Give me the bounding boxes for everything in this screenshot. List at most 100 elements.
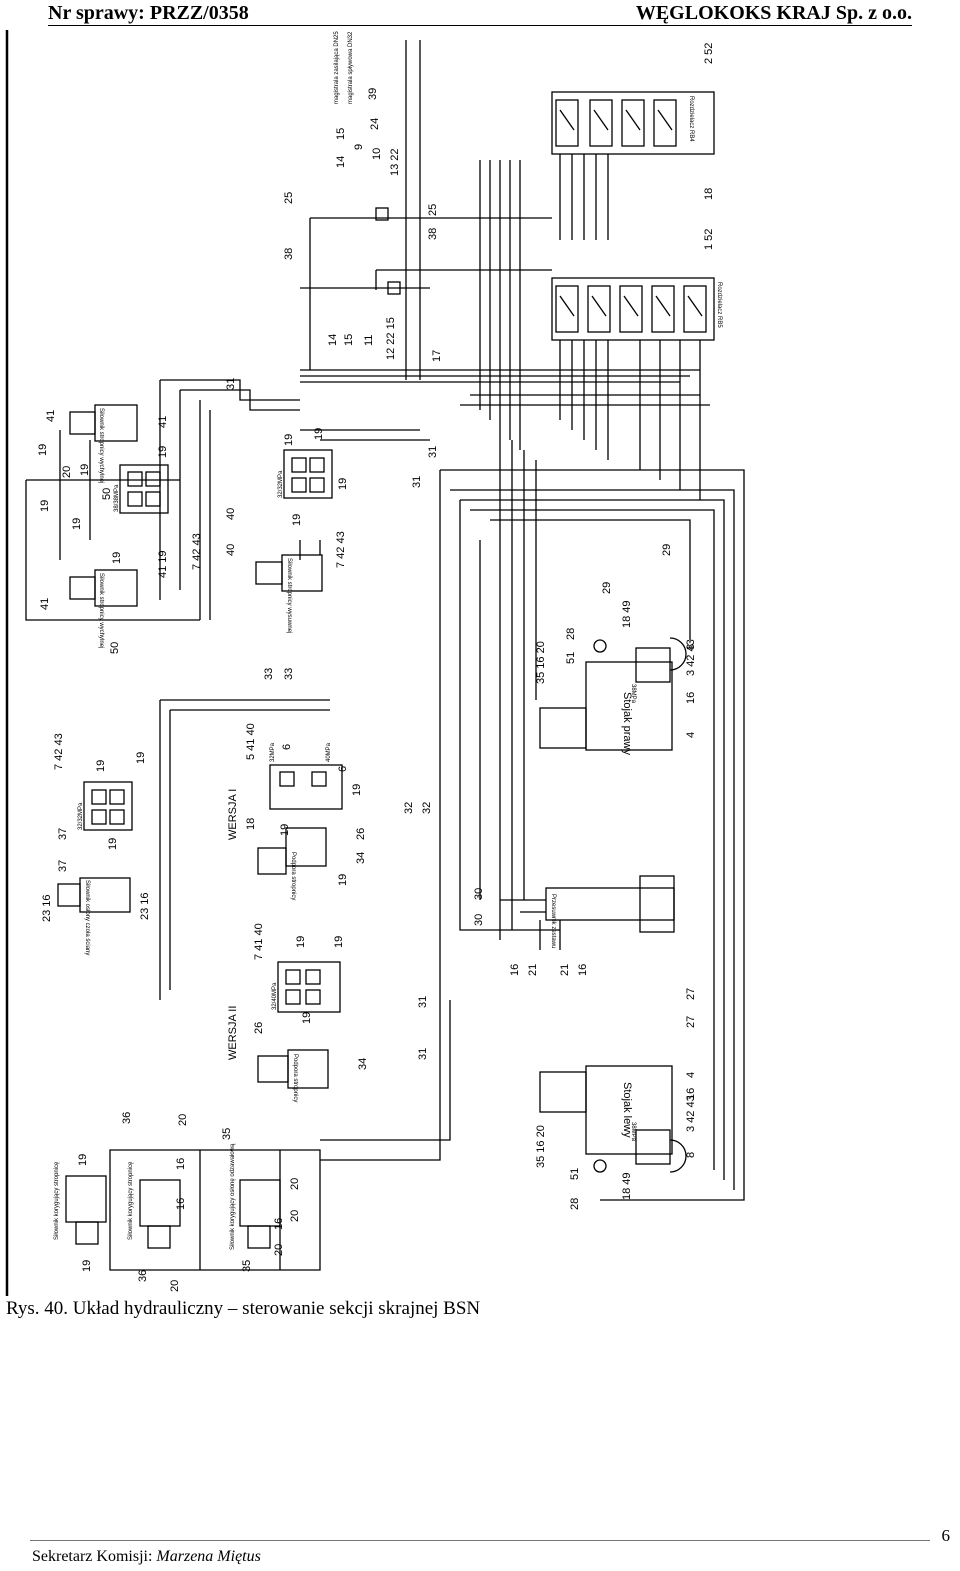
svg-text:WERSJA II: WERSJA II [227,1006,239,1060]
svg-text:19: 19 [333,936,345,948]
svg-text:21: 21 [527,964,539,976]
svg-text:32/32MPa: 32/32MPa [78,802,84,830]
svg-text:28: 28 [565,628,577,640]
svg-text:6: 6 [337,766,349,772]
svg-text:16: 16 [175,1158,187,1170]
svg-text:26: 26 [355,828,367,840]
svg-text:6: 6 [281,744,293,750]
svg-text:41: 41 [45,410,57,422]
distributor-rb4: Rozdzielacz RB4 [551,91,715,155]
svg-text:19: 19 [39,500,51,512]
extension-cylinder-top: Siłownik stropnicy wychylnej [69,404,138,483]
svg-text:14: 14 [327,334,339,346]
svg-text:17: 17 [431,350,443,362]
svg-text:31: 31 [411,476,423,488]
svg-text:3 42 43: 3 42 43 [685,1095,697,1132]
svg-text:19: 19 [351,784,363,796]
svg-text:Podpora stropnicy: Podpora stropnicy [290,852,296,900]
svg-text:19: 19 [291,514,303,526]
svg-text:40: 40 [225,508,237,520]
svg-text:24: 24 [369,118,381,130]
secretary-name: Marzena Miętus [156,1548,261,1565]
svg-text:19: 19 [301,1012,313,1024]
svg-text:32/40MPa: 32/40MPa [272,982,278,1010]
svg-text:8: 8 [685,644,697,650]
svg-text:31: 31 [225,378,237,390]
svg-text:Stojak prawy: Stojak prawy [621,692,633,755]
svg-text:27: 27 [685,1016,697,1028]
svg-text:32MPa: 32MPa [270,742,276,762]
svg-text:23 16: 23 16 [41,894,53,922]
hydraulic-diagram: Rozdzielacz RB4 Rozdzielacz RB5 magistra… [0,28,960,1298]
svg-text:27: 27 [685,988,697,1000]
svg-text:29: 29 [601,582,613,594]
distributor-rb5: Rozdzielacz RB5 [551,277,722,341]
svg-text:Siłownik korygujący stropnicę: Siłownik korygujący stropnicę [54,1161,60,1240]
figure-caption: Rys. 40. Układ hydrauliczny – sterowanie… [6,1298,481,1319]
svg-text:5 41 40: 5 41 40 [245,723,257,760]
svg-text:19: 19 [79,464,91,476]
svg-text:15: 15 [335,128,347,140]
left-prop: Stojak lewy 38MPa [539,1065,687,1173]
svg-text:16: 16 [685,1088,697,1100]
svg-text:19: 19 [157,446,169,458]
svg-text:36: 36 [121,1112,133,1124]
svg-text:19: 19 [295,936,307,948]
svg-text:34: 34 [357,1058,369,1070]
svg-text:Przesuwnik zestawu: Przesuwnik zestawu [550,894,556,948]
svg-text:38/38MPa: 38/38MPa [114,484,120,512]
svg-text:26: 26 [253,1022,265,1034]
svg-text:20: 20 [177,1114,189,1126]
svg-text:16: 16 [509,964,521,976]
company-name: WĘGLOKOKS KRAJ Sp. z o.o. [635,2,912,24]
svg-text:19: 19 [95,760,107,772]
svg-text:38: 38 [427,228,439,240]
svg-text:32: 32 [403,802,415,814]
valve-32-32-b: 32/32MPa [78,781,133,831]
svg-text:30: 30 [473,888,485,900]
extension-cylinder-mid: Siłownik stropnicy wysuwnej [255,554,323,633]
svg-text:13 22: 13 22 [389,148,401,176]
svg-text:30: 30 [473,914,485,926]
version-1-group: Podpora stropnicy WERSJA I 32MPa 40MPa [227,742,343,900]
svg-text:40: 40 [225,544,237,556]
svg-text:Siłownik stropnicy wychylnej: Siłownik stropnicy wychylnej [98,573,104,648]
main-return-label: magistrala spływowa DN32 [348,31,354,104]
svg-text:41 19: 41 19 [157,550,169,578]
svg-text:41: 41 [39,598,51,610]
svg-text:50: 50 [101,488,113,500]
svg-text:33: 33 [263,668,275,680]
svg-text:39: 39 [367,88,379,100]
svg-text:19: 19 [283,434,295,446]
svg-text:19: 19 [337,478,349,490]
svg-text:51: 51 [565,652,577,664]
svg-text:Siłownik korygujący stropnicę: Siłownik korygujący stropnicę [128,1161,134,1240]
svg-text:19: 19 [111,552,123,564]
svg-text:23 16: 23 16 [139,892,151,920]
version-2-group: Podpora stropnicy WERSJA II 32/40MPa [227,961,341,1102]
svg-text:38MPa: 38MPa [630,1122,636,1142]
svg-text:25: 25 [283,192,295,204]
svg-text:33: 33 [283,668,295,680]
svg-text:12 22 15: 12 22 15 [385,317,397,360]
svg-text:9: 9 [353,144,365,150]
svg-text:19: 19 [71,518,83,530]
svg-text:37: 37 [57,828,69,840]
svg-text:19: 19 [313,428,325,440]
svg-text:20: 20 [273,1244,285,1256]
svg-text:19: 19 [107,838,119,850]
valve-38-38: 38/38MPa [114,464,169,514]
svg-text:1 52: 1 52 [703,229,715,250]
svg-text:50: 50 [109,642,121,654]
svg-text:29: 29 [661,544,673,556]
svg-text:11: 11 [363,335,375,346]
svg-text:2 52: 2 52 [703,43,715,64]
svg-text:Siłownik stropnicy wysuwnej: Siłownik stropnicy wysuwnej [286,558,292,633]
svg-text:32/32MPa: 32/32MPa [278,470,284,498]
svg-text:35 16 20: 35 16 20 [535,1125,547,1168]
svg-text:31: 31 [417,996,429,1008]
svg-text:7 42 43: 7 42 43 [335,531,347,568]
header-rule [48,25,912,26]
face-shield-cylinder: Siłownik osłony czoła ściany [57,877,131,955]
svg-text:WERSJA I: WERSJA I [227,789,239,840]
